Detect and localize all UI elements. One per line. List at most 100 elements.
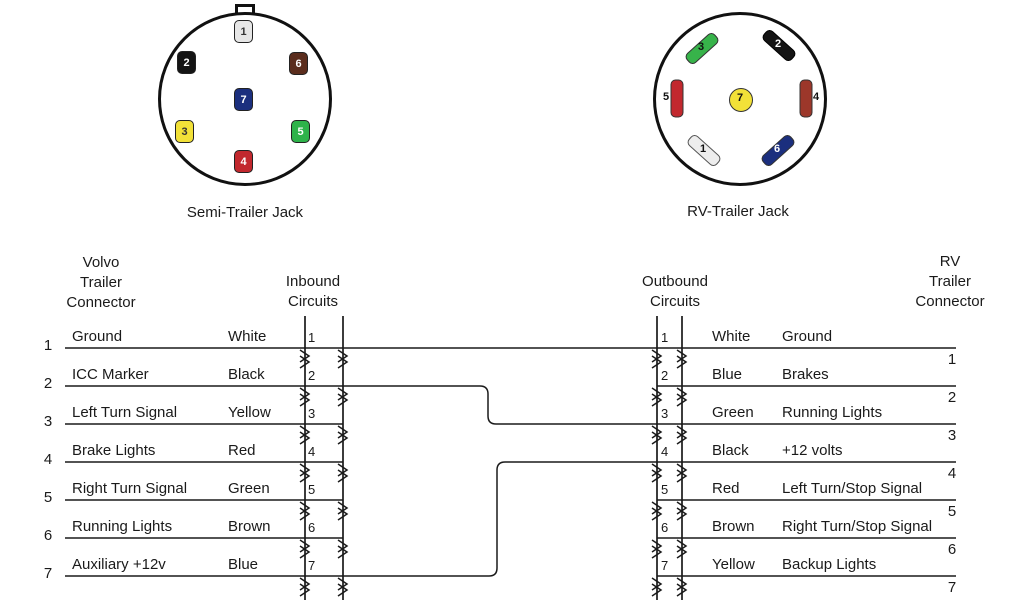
connector-chevron: [299, 469, 311, 483]
connector-chevron: [337, 387, 349, 401]
semi-jack-pin-4-number: 4: [240, 155, 247, 168]
connector-chevron: [676, 431, 688, 445]
rv-pin-function: +12 volts: [782, 442, 843, 459]
connector-chevron: [676, 425, 688, 439]
connector-chevron: [651, 469, 663, 483]
connector-chevron: [337, 425, 349, 439]
connector-chevron: [299, 387, 311, 401]
semi-jack-pin-2: 2: [177, 51, 196, 74]
semi-jack-pin-6-number: 6: [295, 57, 302, 70]
rv-wire-color: Red: [712, 480, 740, 497]
connector-chevron: [676, 393, 688, 407]
rv-pin-function: Ground: [782, 328, 833, 345]
inbound-circuit-number: 6: [308, 520, 316, 535]
connector-chevron: [676, 501, 688, 515]
outbound-circuits-header: Outbound Circuits: [625, 272, 725, 312]
rv-wire-color: Yellow: [712, 556, 755, 573]
rv-pin-number: 3: [947, 427, 957, 444]
volvo-header-line-1: Volvo: [82, 254, 120, 271]
inbound-header-line-1: Inbound: [285, 273, 341, 290]
outbound-circuit-number: 5: [661, 482, 669, 497]
semi-jack-pin-3: 3: [175, 120, 194, 143]
rv-jack-pin-4-label: 4: [812, 91, 820, 103]
connector-chevron: [651, 545, 663, 559]
inbound-circuit-number: 2: [308, 368, 316, 383]
outbound-circuit-number: 4: [661, 444, 669, 459]
connector-chevron: [299, 539, 311, 553]
connector-chevron: [676, 387, 688, 401]
volvo-pin-number: 1: [43, 337, 53, 354]
semi-jack-pin-2-number: 2: [183, 56, 190, 69]
connector-chevron: [299, 425, 311, 439]
rv-jack-pin-6-label: 6: [773, 143, 781, 155]
semi-jack-pin-7: 7: [234, 88, 253, 111]
volvo-wire-color: White: [228, 328, 267, 345]
volvo-pin-function: Brake Lights: [72, 442, 156, 459]
rv-jack-label: RV-Trailer Jack: [687, 203, 789, 220]
connector-chevron: [676, 469, 688, 483]
volvo-pin-number: 3: [43, 413, 53, 430]
connector-chevron: [337, 431, 349, 445]
inbound-circuit-number: 4: [308, 444, 316, 459]
inbound-circuits-header: Inbound Circuits: [263, 272, 363, 312]
rv-connector-header: RV Trailer Connector: [890, 252, 1010, 312]
volvo-pin-function: Ground: [72, 328, 123, 345]
connector-chevron: [651, 393, 663, 407]
connector-chevron: [651, 387, 663, 401]
volvo-wire-color: Yellow: [228, 404, 271, 421]
connector-chevron: [676, 583, 688, 597]
connector-chevron: [337, 349, 349, 363]
circuit-wire: [343, 385, 657, 425]
volvo-pin-number: 4: [43, 451, 53, 468]
volvo-header-line-2: Trailer: [80, 274, 122, 291]
rv-header-line-1: RV: [939, 253, 961, 270]
rv-pin-function: Left Turn/Stop Signal: [782, 480, 923, 497]
connector-chevron: [676, 545, 688, 559]
rv-jack-pin-5-label: 5: [662, 91, 670, 103]
connector-chevron: [337, 507, 349, 521]
rv-jack-pin-1-label: 1: [699, 143, 707, 155]
volvo-wire-color: Green: [228, 480, 270, 497]
connector-chevron: [337, 545, 349, 559]
connector-chevron: [676, 539, 688, 553]
rv-wire-color: Black: [712, 442, 749, 459]
volvo-pin-function: ICC Marker: [72, 366, 149, 383]
connector-chevron: [337, 501, 349, 515]
connector-chevron: [676, 463, 688, 477]
volvo-pin-function: Auxiliary +12v: [72, 556, 166, 573]
inbound-circuit-number: 5: [308, 482, 316, 497]
volvo-pin-number: 2: [43, 375, 53, 392]
connector-chevron: [651, 349, 663, 363]
outbound-circuit-number: 1: [661, 330, 669, 345]
outbound-circuit-number: 2: [661, 368, 669, 383]
connector-chevron: [651, 583, 663, 597]
semi-jack-pin-6: 6: [289, 52, 308, 75]
rv-pin-function: Backup Lights: [782, 556, 877, 573]
connector-chevron: [676, 349, 688, 363]
inbound-header-line-2: Circuits: [287, 293, 338, 310]
semi-jack-pin-1-number: 1: [240, 25, 247, 38]
rv-pin-number: 7: [947, 579, 957, 596]
connector-chevron: [651, 577, 663, 591]
volvo-wire-color: Blue: [228, 556, 259, 573]
volvo-wire-color: Red: [228, 442, 256, 459]
connector-chevron: [651, 501, 663, 515]
connector-chevron: [299, 577, 311, 591]
connector-chevron: [299, 583, 311, 597]
connector-chevron: [337, 583, 349, 597]
rv-jack-pin-2-label: 2: [774, 38, 782, 50]
connector-chevron: [299, 545, 311, 559]
semi-jack-pin-1: 1: [234, 20, 253, 43]
volvo-pin-function: Left Turn Signal: [72, 404, 178, 421]
connector-chevron: [651, 539, 663, 553]
connector-chevron: [337, 469, 349, 483]
outbound-circuit-number: 3: [661, 406, 669, 421]
connector-chevron: [299, 463, 311, 477]
connector-chevron: [651, 355, 663, 369]
connector-chevron: [337, 577, 349, 591]
inbound-circuit-number: 1: [308, 330, 316, 345]
connector-chevron: [299, 501, 311, 515]
connector-chevron: [299, 349, 311, 363]
